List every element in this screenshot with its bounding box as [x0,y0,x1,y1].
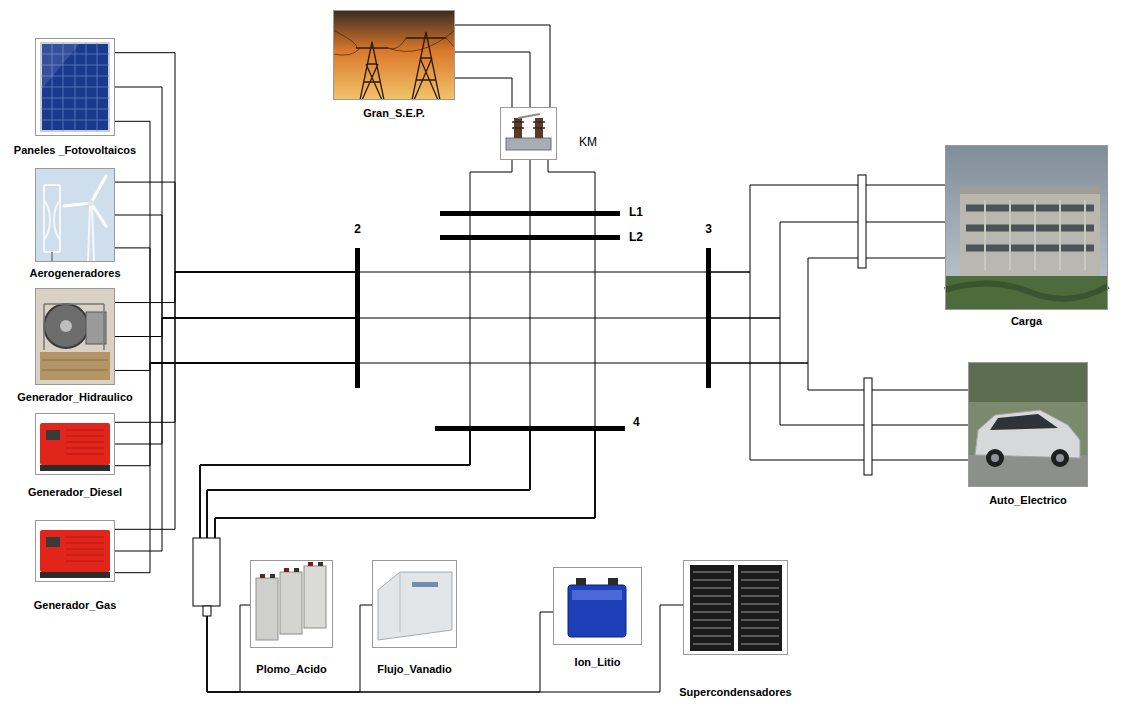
load-block: Auto_Electrico [968,362,1088,487]
grid-block: Gran_S.E.P. [333,10,455,100]
three-phase-wire [200,431,595,692]
three-phase-wire [115,53,355,363]
building-illustration [945,145,1108,310]
breaker-illustration [500,107,557,160]
three-phase-wire [115,272,355,370]
gas-generator-illustration [35,520,115,582]
block-label: Auto_Electrico [988,494,1068,507]
bus-number: L2 [628,231,644,244]
block-label: Supercondensadores [678,686,792,699]
source-block: Generador_Hidraulico [35,288,115,385]
bus-bar: 2 [355,248,360,388]
three-phase-wire [360,272,706,363]
lead-acid-battery-illustration [250,560,333,648]
three-phase-wire [470,240,595,426]
block-label: Generador_Diesel [27,486,123,499]
bus-number: 2 [353,223,362,236]
storage-block: Plomo_Acido [250,560,333,648]
block-label: KM [578,136,598,149]
breaker-block: KM [500,107,557,160]
three-phase-wire [200,431,683,692]
bus-number: 3 [704,223,713,236]
storage-block: Supercondensadores [683,560,788,655]
three-phase-wire [115,272,355,466]
bus-number: L1 [628,206,644,219]
lithium-ion-battery-illustration [553,567,642,645]
bus-bar: 4 [435,426,625,431]
diesel-generator-illustration [35,413,115,475]
block-label: Plomo_Acido [255,663,327,676]
block-label: Generador_Gas [33,599,118,612]
three-phase-wire [455,25,550,107]
block-label: Flujo_Vanadio [376,663,453,676]
bus-splitter-block [858,175,866,268]
three-phase-wire [711,272,968,460]
block-label: Gran_S.E.P. [362,107,426,120]
block-label: Generador_Hidraulico [16,391,134,404]
three-phase-wire [200,431,595,692]
block-label: Ion_Litio [574,656,622,669]
bus-bar: L1 [440,211,620,216]
source-block: Generador_Gas [35,520,115,582]
three-phase-wire [115,182,355,363]
block-label: Aerogeneradores [28,267,121,280]
electric-car-illustration [968,362,1088,487]
hydro-generator-illustration [35,288,115,385]
three-phase-wire [115,272,355,573]
bus-bar: L2 [440,235,620,240]
wind-turbine-illustration [35,168,115,262]
block-label: Carga [1010,315,1043,328]
converter-block [193,538,220,616]
bus-number: 4 [632,416,641,429]
three-phase-wire [470,160,595,211]
source-block: Generador_Diesel [35,413,115,475]
three-phase-wire [200,431,595,692]
power-grid-illustration [333,10,455,100]
block-label: Paneles _Fotovoltaicos [13,144,137,157]
three-phase-wire [470,216,595,235]
source-block: Paneles _Fotovoltaicos [35,38,115,136]
supercapacitor-rack-illustration [683,560,788,655]
storage-block: Ion_Litio [553,567,642,645]
three-phase-wire [711,185,945,363]
vanadium-flow-battery-illustration [372,560,457,648]
source-block: Aerogeneradores [35,168,115,262]
bus-bar: 3 [706,248,711,388]
load-block: Carga [945,145,1108,310]
pv-panel-illustration [35,38,115,136]
bus-splitter-block [864,378,872,475]
storage-block: Flujo_Vanadio [372,560,457,648]
